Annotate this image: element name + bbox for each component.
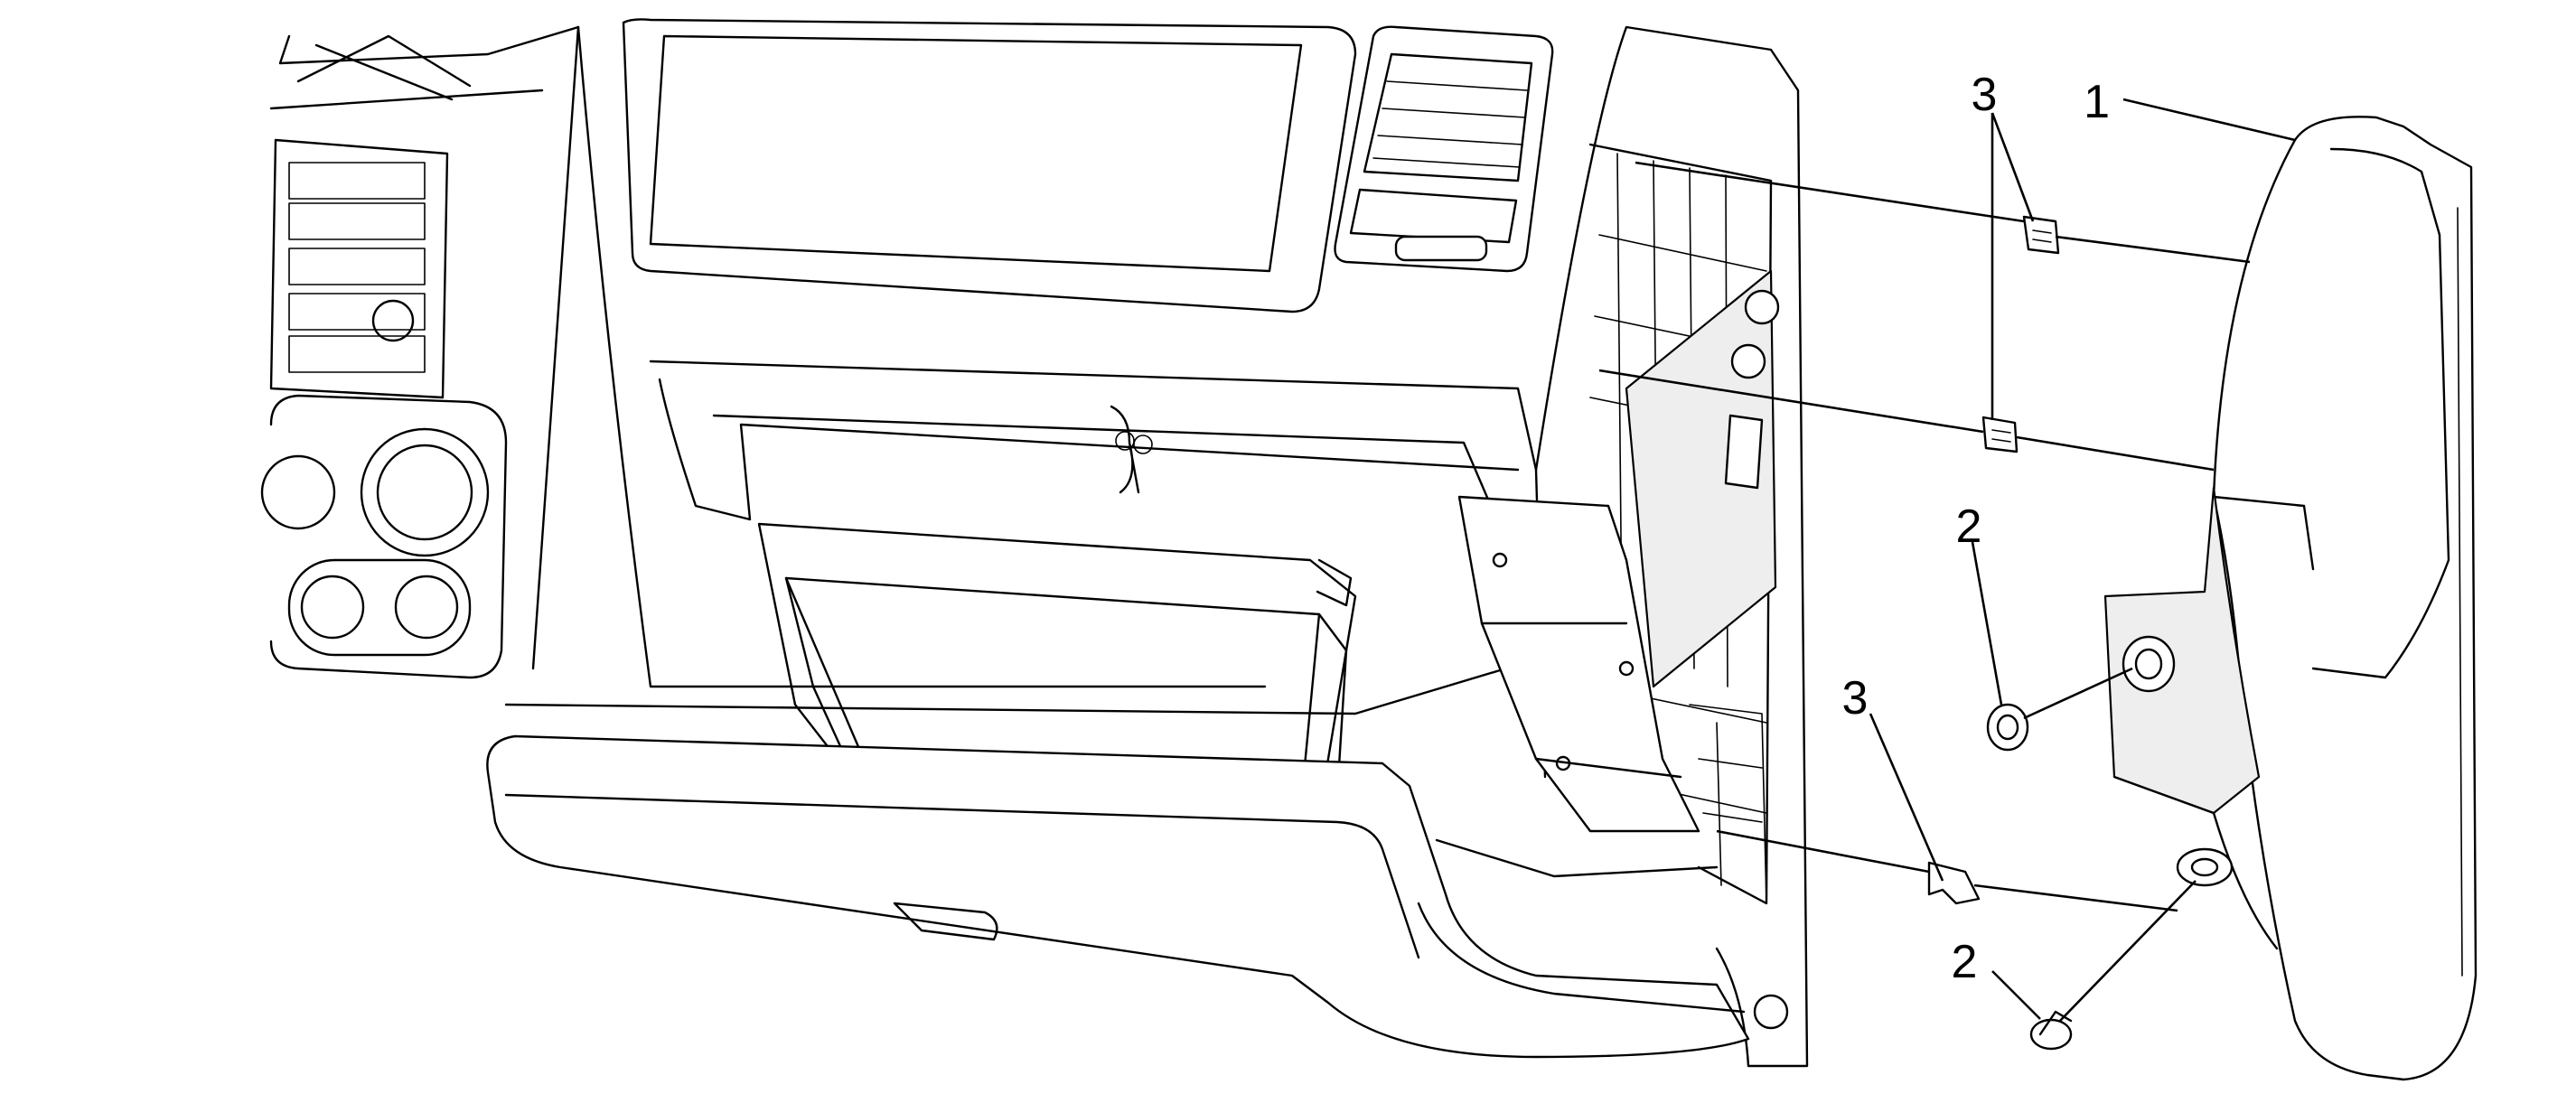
side-trim: [1457, 495, 1700, 833]
dash-side-frame: [1534, 25, 1809, 1068]
callout-2-lower: 2: [1952, 936, 1978, 988]
clip-lower: [1927, 861, 1981, 905]
instrument-panel: [504, 18, 1547, 779]
callout-2-upper: 2: [1956, 500, 1982, 553]
clip-middle: [1981, 416, 2019, 453]
center-stack: [260, 25, 580, 679]
clip-upper: [2022, 215, 2060, 255]
glove-box-shell: [486, 734, 1750, 1059]
callout-1: 1: [2084, 76, 2110, 128]
alignment-lines: [1598, 161, 2251, 1022]
push-pin-lower: [2029, 1010, 2073, 1051]
callout-3-lower: 3: [1842, 672, 1869, 724]
callout-3-top: 3: [1972, 69, 1998, 121]
glove-box-insert: [2103, 116, 2478, 1081]
lower-grid: [1689, 704, 1767, 904]
callout-leaders: [1869, 98, 2296, 1020]
push-pin-upper: [1986, 703, 2029, 752]
air-vent: [1334, 25, 1554, 273]
